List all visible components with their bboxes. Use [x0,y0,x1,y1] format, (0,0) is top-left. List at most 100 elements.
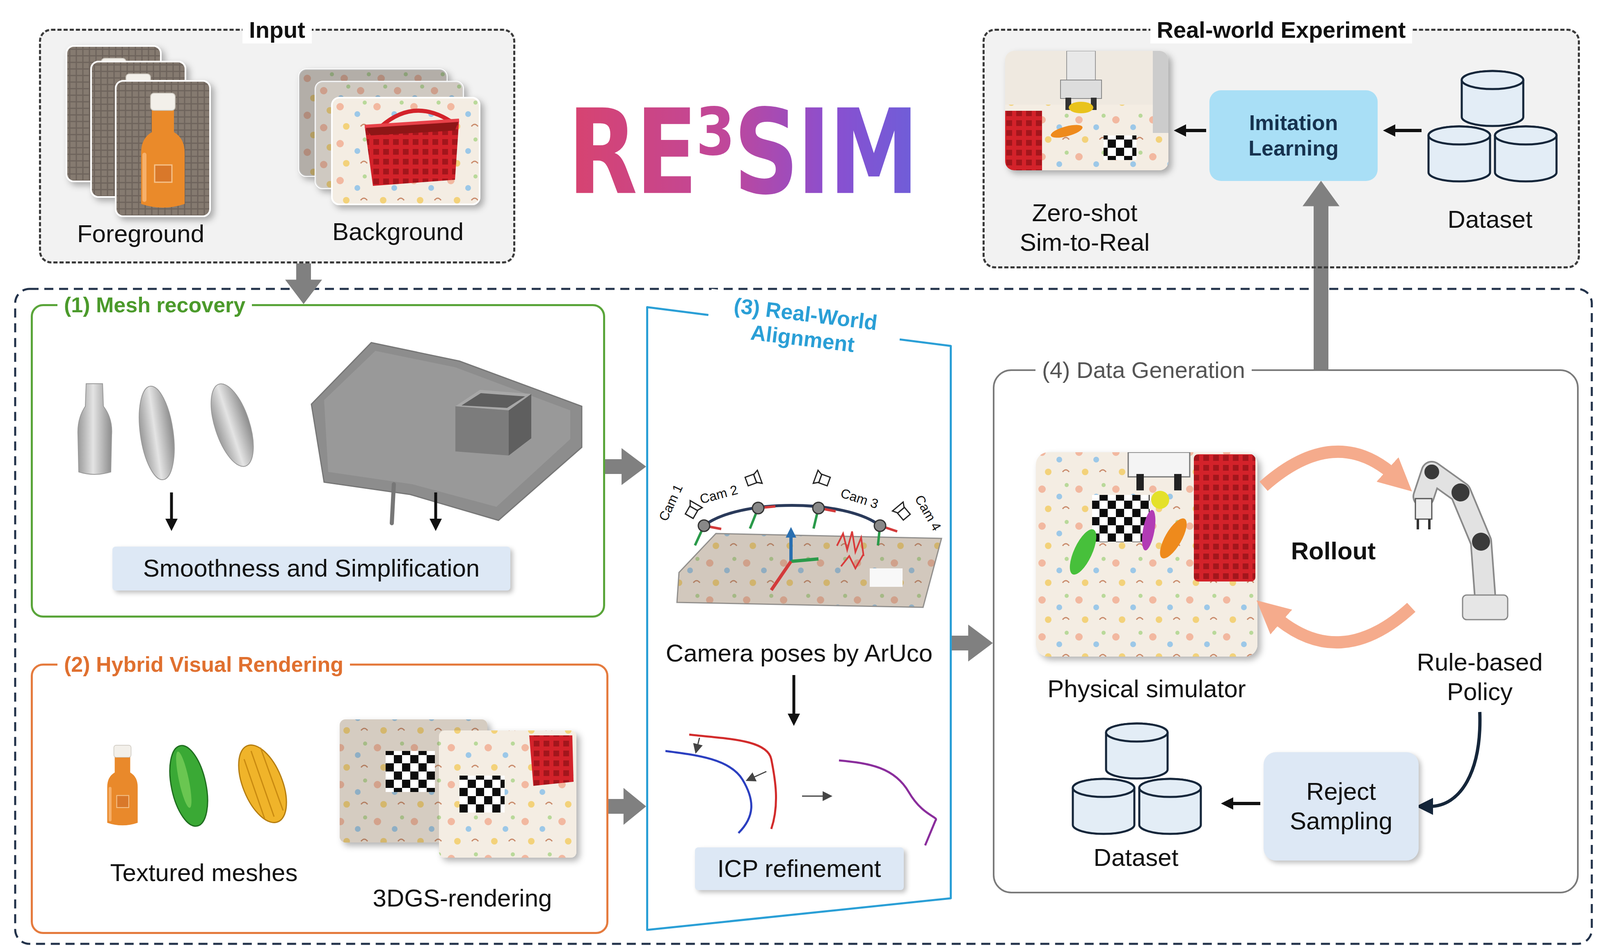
simulator-image [1035,452,1258,657]
title-slot: RE³SIM [563,91,922,215]
pointer-arrow [1183,128,1207,133]
background-photos [331,97,480,205]
dataset-icon [1072,778,1135,834]
robot-photo [1005,50,1169,171]
robot-arm [1417,518,1430,530]
image-caption: Textured meshes [110,857,298,888]
dataset-icon [1139,778,1201,834]
image-caption: Rule-based Policy [1405,647,1554,707]
label-slot: Textured meshes [110,857,298,888]
background-photos [364,120,460,136]
mesh-models [77,383,112,475]
rollout-arrows [1263,451,1395,487]
camera-rig [704,506,898,532]
gs-render-images [339,719,577,858]
camera-rig [676,470,942,608]
stage-panel: (2) Hybrid Visual Rendering [30,663,609,934]
gs-render-images [459,775,505,813]
panel-outline [647,307,951,931]
panel-heading: Real-world Experiment [1150,16,1413,44]
table-mesh [391,484,394,524]
camera-rig [752,502,764,514]
textured-meshes [107,745,138,826]
dataset-icon [1072,778,1135,797]
image-caption: Camera poses by ArUco [665,638,933,668]
label-slot: Background [332,217,464,247]
panel-ground [982,28,1580,269]
robot-photo [1066,50,1096,84]
robot-photo [1103,135,1137,160]
stage-panel: (4) Data GenerationReject Sampling [992,369,1579,894]
panel-ground [38,28,1580,269]
camera-label: Cam 2 [698,481,740,507]
table-mesh [311,342,582,521]
simulator-image [1174,473,1182,491]
foreground-photos [66,45,211,217]
dataset-icon [1428,126,1491,182]
camera-rig [694,507,880,546]
trajectory-plot [752,771,767,778]
diagram-title: RE³SIM [563,91,922,215]
camera-rig [790,558,819,562]
simulator-image [1151,490,1170,509]
label-slot: Cam 2 [698,481,740,507]
label-slot: Foreground [77,219,205,249]
icon-caption: Dataset [1447,204,1533,235]
label-slot: Dataset [1447,204,1533,235]
camera-rig [836,531,864,569]
gs-render-images [438,730,577,858]
image-caption: Zero-shot Sim-to-Real [1014,198,1155,258]
simulator-image [1136,473,1144,491]
label-slot: Cam 3 [838,484,881,512]
robot-photo [1005,50,1169,171]
input-panel: Input [38,28,516,264]
background-photos [299,69,480,205]
camera-label: Cam 3 [838,484,881,512]
table-mesh [311,342,582,524]
camera-rig [676,533,942,608]
dataset-icon [1139,778,1201,797]
panel-heading: (1) Mesh recovery [57,292,252,318]
flow-arrow [1302,180,1340,370]
robot-arm [1472,532,1491,551]
flow-arrow [951,624,993,662]
dataset-icon [1072,723,1201,834]
pointer-arrow [1230,801,1261,805]
image-caption: Background [332,217,464,247]
robot-photo [1005,50,1169,171]
label-slot: Cam 1 [655,481,687,524]
camera-rig [869,568,903,587]
robot-arm [1424,464,1440,480]
image-caption: Physical simulator [1047,674,1246,704]
loop-label: Rollout [1291,536,1376,566]
flow-arrow [285,263,323,304]
experiment-panel: Real-world ExperimentImitation Learning [982,28,1580,269]
panel-heading: Input [242,16,312,44]
dataset-icon [1461,70,1524,90]
dataset-icon [1106,723,1168,779]
dataset-icon [1139,778,1201,834]
down-arrow [170,492,174,522]
trajectory-plot [665,734,937,846]
simulator-image [1154,514,1192,562]
label-slot: Dataset [1093,842,1179,873]
dataset-icon [1494,126,1557,182]
camera-rig [892,501,907,515]
robot-photo [1049,122,1084,141]
textured-meshes [108,788,112,820]
flow-arrow [605,448,647,485]
gs-render-images [385,750,435,792]
mesh-models [77,378,263,482]
pointer-arrow [1392,128,1422,133]
dataset-icon [1494,126,1557,182]
label-slot: Cam 4 [911,492,945,534]
background-photos [364,120,460,127]
camera-rig [813,470,823,485]
table-mesh [455,406,509,456]
down-arrow [792,674,796,716]
camera-rig [704,505,880,526]
camera-rig [744,470,763,489]
panel-heading: (4) Data Generation [1035,356,1252,384]
camera-rig [892,501,912,522]
robot-arm [1415,498,1432,519]
